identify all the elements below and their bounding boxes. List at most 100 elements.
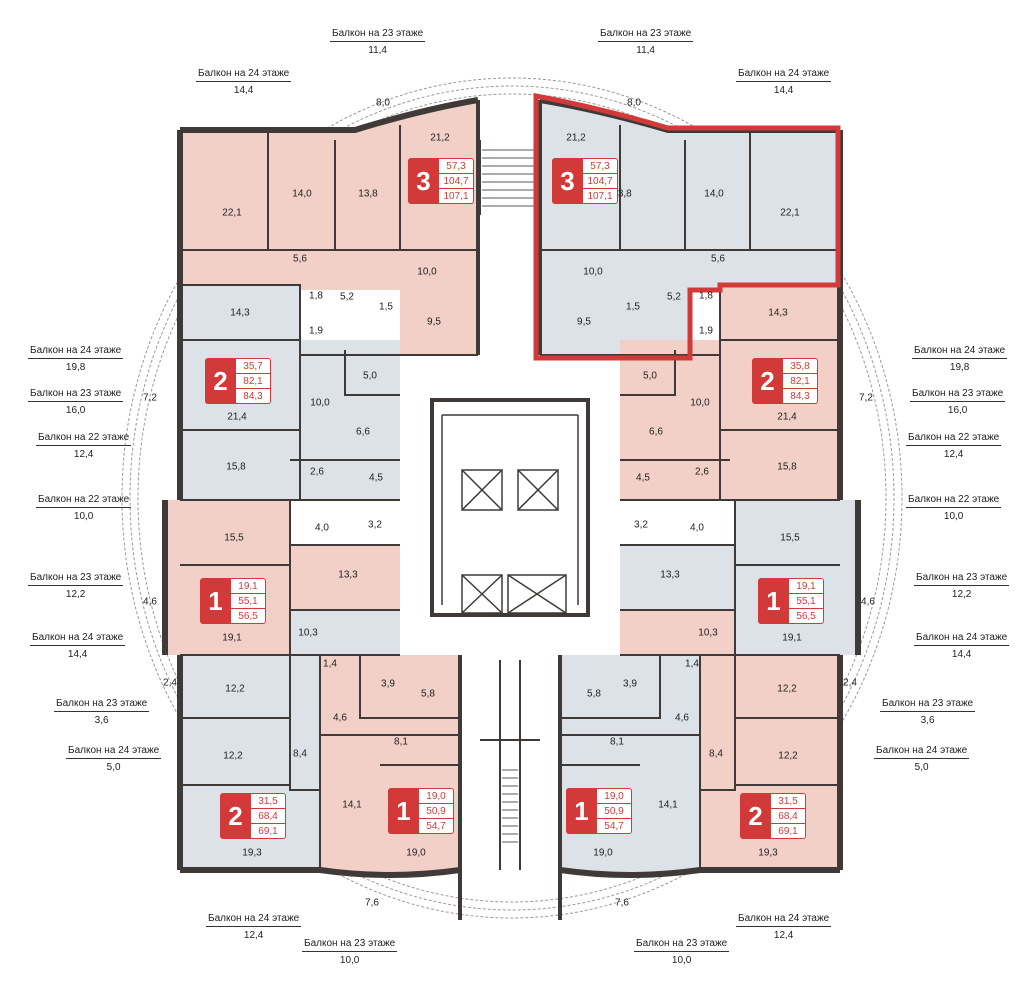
area-total-balcony: 84,3 — [790, 390, 810, 402]
area-total: 50,9 — [597, 804, 631, 819]
area-living: 31,5 — [771, 794, 805, 809]
room-area: 2,4 — [843, 677, 857, 689]
room-area: 1,5 — [379, 301, 393, 313]
room-area: 15,5 — [780, 532, 800, 544]
room-area: 19,0 — [593, 847, 613, 859]
room-area: 1,9 — [309, 325, 323, 337]
balcony-title: Балкон на 23 этаже — [634, 938, 730, 952]
room-area: 15,8 — [777, 461, 797, 473]
room-area: 12,2 — [223, 750, 243, 762]
balcony-label: Балкон на 24 этаже 14,4 — [196, 68, 292, 97]
room-area: 5,0 — [643, 370, 657, 382]
room-area: 10,0 — [310, 397, 330, 409]
balcony-title: Балкон на 23 этаже — [910, 388, 1006, 402]
apt-mid-left-2 — [180, 285, 400, 500]
balcony-title: Балкон на 22 этаже — [906, 432, 1002, 446]
balcony-title: Балкон на 23 этаже — [880, 698, 976, 712]
area-total-balcony: 54,7 — [604, 820, 624, 832]
balcony-title: Балкон на 24 этаже — [912, 345, 1008, 359]
balcony-title: Балкон на 23 этаже — [914, 572, 1010, 586]
room-area: 9,5 — [577, 316, 591, 328]
balcony-area: 14,4 — [233, 85, 254, 96]
rooms-count: 3 — [408, 158, 439, 204]
balcony-title: Балкон на 24 этаже — [736, 913, 832, 927]
room-area: 19,1 — [222, 632, 242, 644]
room-area: 8,4 — [709, 748, 723, 760]
rooms-count: 1 — [566, 788, 597, 834]
room-area: 13,8 — [358, 188, 378, 200]
area-living: 35,7 — [236, 359, 270, 374]
room-area: 8,0 — [627, 97, 641, 109]
room-area: 5,0 — [363, 370, 377, 382]
room-area: 14,3 — [230, 307, 250, 319]
room-area: 19,3 — [242, 847, 262, 859]
balcony-title: Балкон на 24 этаже — [736, 68, 832, 82]
balcony-area: 10,0 — [671, 955, 692, 966]
room-area: 21,4 — [227, 411, 247, 423]
room-area: 5,6 — [293, 253, 307, 265]
room-area: 4,0 — [690, 522, 704, 534]
room-area: 5,8 — [421, 688, 435, 700]
balcony-title: Балкон на 22 этаже — [36, 432, 132, 446]
balcony-title: Балкон на 23 этаже — [598, 28, 694, 42]
area-total: 50,9 — [419, 804, 453, 819]
room-area: 5,2 — [340, 291, 354, 303]
area-living: 57,3 — [583, 159, 617, 174]
room-area: 12,2 — [778, 750, 798, 762]
rooms-count: 3 — [552, 158, 583, 204]
room-area: 6,6 — [649, 426, 663, 438]
room-area: 19,3 — [758, 847, 778, 859]
area-total-balcony: 56,5 — [238, 610, 258, 622]
room-area: 4,0 — [315, 522, 329, 534]
area-total-balcony: 69,1 — [258, 825, 278, 837]
room-area: 5,8 — [587, 688, 601, 700]
room-area: 4,6 — [675, 712, 689, 724]
rooms-count: 2 — [220, 793, 251, 839]
balcony-area: 14,4 — [951, 649, 972, 660]
room-area: 6,6 — [356, 426, 370, 438]
balcony-title: Балкон на 24 этаже — [66, 745, 162, 759]
area-living: 19,0 — [419, 789, 453, 804]
room-area: 4,5 — [369, 472, 383, 484]
stairs — [482, 149, 536, 843]
area-living: 57,3 — [439, 159, 473, 174]
room-area: 13,3 — [338, 569, 358, 581]
balcony-title: Балкон на 23 этаже — [330, 28, 426, 42]
area-total-balcony: 84,3 — [243, 390, 263, 402]
room-area: 13,8 — [612, 188, 632, 200]
room-area: 3,2 — [634, 519, 648, 531]
area-total-balcony: 54,7 — [426, 820, 446, 832]
balcony-title: Балкон на 24 этаже — [196, 68, 292, 82]
apt-mid-right-2 — [620, 285, 840, 500]
balcony-area: 12,4 — [943, 449, 964, 460]
room-area: 5,6 — [711, 253, 725, 265]
room-area: 3,2 — [368, 519, 382, 531]
area-living: 35,8 — [783, 359, 817, 374]
room-area: 1,4 — [685, 658, 699, 670]
balcony-title: Балкон на 23 этаже — [28, 572, 124, 586]
area-living: 19,0 — [597, 789, 631, 804]
balcony-title: Балкон на 24 этаже — [914, 632, 1010, 646]
room-area: 10,3 — [698, 627, 718, 639]
room-area: 3,9 — [381, 678, 395, 690]
balcony-title: Балкон на 22 этаже — [36, 494, 132, 508]
balcony-outline — [121, 77, 903, 919]
room-area: 22,1 — [780, 207, 800, 219]
balcony-area: 12,4 — [243, 930, 264, 941]
area-total: 104,7 — [583, 174, 617, 189]
